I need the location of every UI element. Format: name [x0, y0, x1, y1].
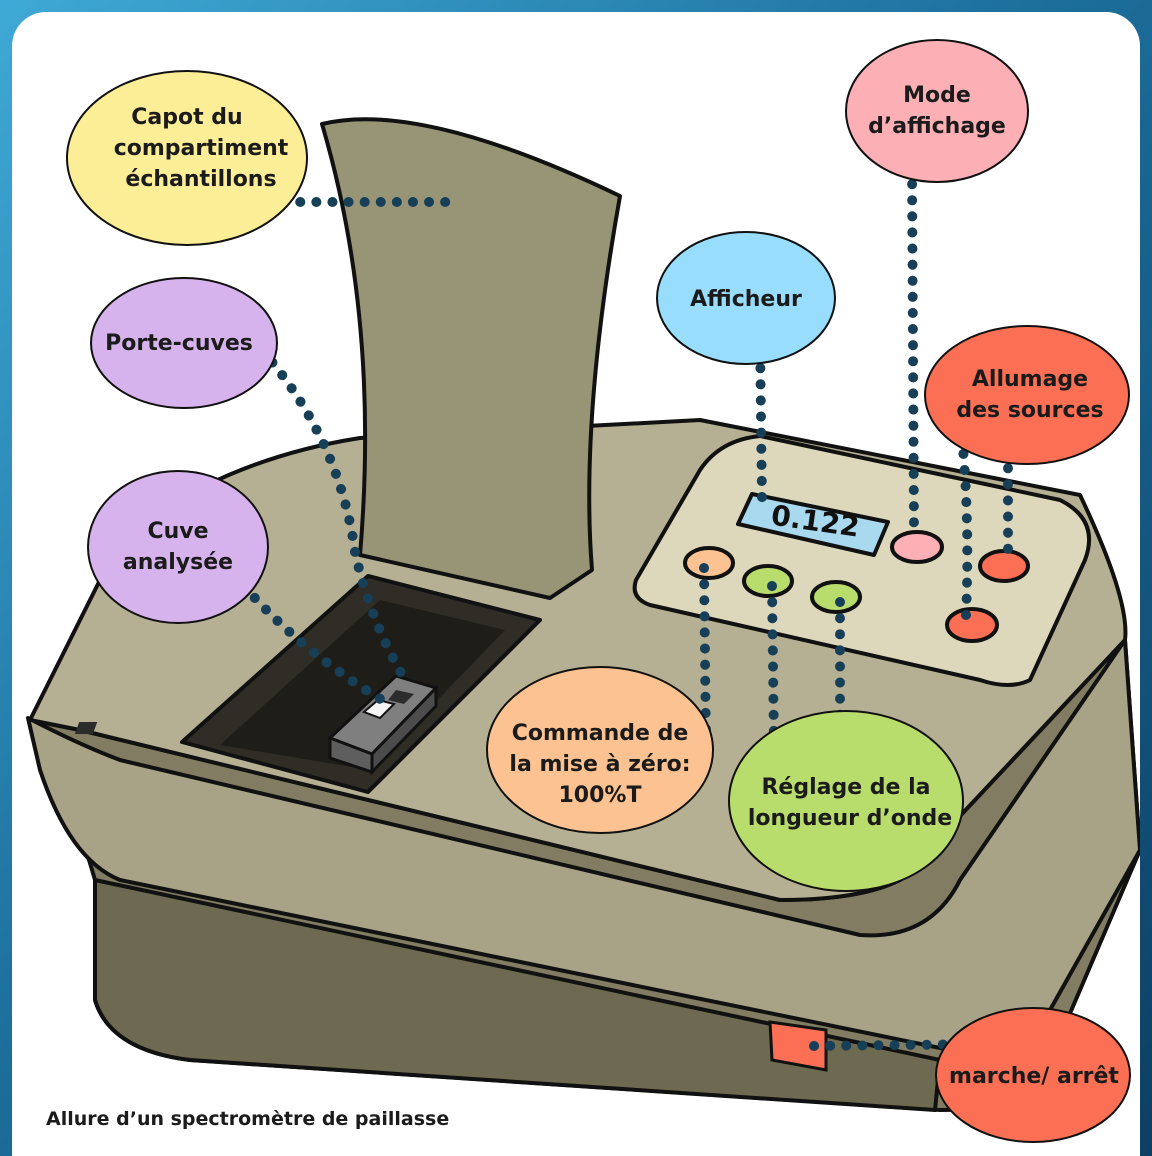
svg-text:compartiment: compartiment — [114, 136, 289, 161]
leader-allumage-2 — [957, 433, 973, 621]
svg-text:Porte-cuves: Porte-cuves — [105, 331, 253, 356]
leader-reglage-1 — [767, 581, 779, 749]
instrument-plinth — [93, 878, 942, 1112]
leader-mode — [907, 163, 919, 533]
wavelength-up-button[interactable] — [810, 580, 862, 614]
svg-text:Mode: Mode — [903, 83, 971, 108]
svg-text:longueur d’onde: longueur d’onde — [748, 806, 952, 831]
leader-zero — [699, 563, 711, 747]
svg-text:échantillons: échantillons — [125, 167, 276, 192]
svg-text:d’affichage: d’affichage — [868, 114, 1006, 139]
instrument-front — [26, 638, 1140, 1052]
callout-porte-cuves: Porte-cuves — [90, 277, 278, 409]
svg-text:marche/ arrêt: marche/ arrêt — [949, 1064, 1119, 1089]
zero-button[interactable] — [683, 546, 735, 580]
svg-text:Allumage: Allumage — [972, 367, 1088, 392]
source-button-2[interactable] — [945, 607, 999, 643]
wavelength-down-button[interactable] — [742, 564, 794, 598]
svg-text:100%T: 100%T — [559, 783, 642, 808]
svg-text:la mise à zéro:: la mise à zéro: — [509, 752, 690, 777]
callout-allumage: Allumage des sources — [924, 325, 1130, 465]
callout-cuve: Cuve analysée — [87, 470, 269, 624]
sample-lid — [320, 117, 622, 600]
spectrometer-diagram: 0.122 Capot du compartiment échantillons… — [26, 39, 1140, 1143]
callout-mise-a-zero: Commande de la mise à zéro: 100%T — [486, 666, 714, 834]
callout-capot: Capot du compartiment échantillons — [66, 70, 308, 246]
figure-caption: Allure d’un spectromètre de paillasse — [46, 1108, 450, 1130]
svg-text:Capot du: Capot du — [131, 105, 242, 130]
leader-cuve — [239, 581, 387, 705]
callout-mode: Mode d’affichage — [845, 39, 1029, 183]
svg-text:Commande de: Commande de — [512, 721, 689, 746]
leader-porte-cuves — [257, 345, 409, 683]
callout-marche: marche/ arrêt — [935, 1007, 1131, 1143]
svg-text:des sources: des sources — [956, 398, 1103, 423]
svg-text:analysée: analysée — [123, 550, 233, 575]
diagram-panel: 0.122 Capot du compartiment échantillons… — [12, 12, 1140, 1156]
display-mode-button[interactable] — [890, 530, 944, 564]
power-switch[interactable] — [768, 1020, 828, 1072]
cuvette — [362, 698, 396, 720]
compartment-inner — [220, 600, 505, 770]
callout-afficheur: Afficheur — [656, 231, 836, 365]
svg-text:Afficheur: Afficheur — [690, 287, 802, 312]
callout-reglage: Réglage de la longueur d’onde — [728, 710, 964, 892]
svg-text:Réglage de la: Réglage de la — [761, 775, 930, 800]
source-button-1[interactable] — [978, 549, 1030, 583]
display-screen — [736, 492, 890, 557]
svg-text:Cuve: Cuve — [147, 519, 208, 544]
